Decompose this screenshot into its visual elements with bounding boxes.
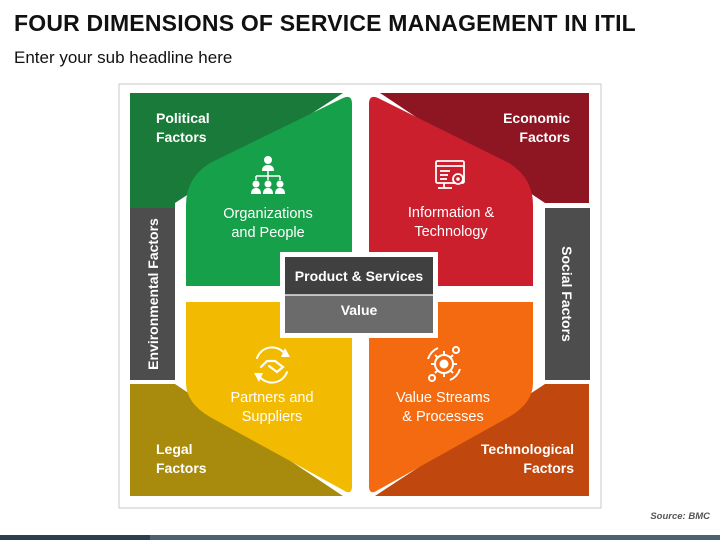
bottom-bar-accent	[0, 535, 150, 540]
legal-factors-tile	[130, 384, 343, 496]
environmental-factors-bar	[130, 208, 175, 380]
information-label-2: Technology	[414, 224, 488, 240]
information-label-1: Information &	[408, 205, 495, 221]
gears-icon	[427, 346, 461, 382]
source-note: Source: BMC	[650, 511, 710, 522]
value-streams-quadrant	[369, 302, 533, 493]
value-box	[285, 295, 433, 333]
partners-label-1: Partners and	[230, 390, 313, 406]
social-factors-bar	[545, 208, 590, 380]
value-label: Value	[341, 302, 378, 318]
environmental-factors-label: Environmental Factors	[145, 218, 161, 370]
economic-factors-tile	[380, 93, 589, 203]
product-services-box	[285, 257, 433, 295]
economic-label-1: Economic	[503, 110, 570, 126]
political-label-2: Factors	[156, 129, 207, 145]
legal-label-1: Legal	[156, 441, 193, 457]
technological-label-1: Technological	[481, 441, 574, 457]
product-services-label: Product & Services	[295, 268, 424, 284]
partners-label-2: Suppliers	[242, 409, 302, 425]
technological-label-2: Factors	[523, 460, 574, 476]
page-title: FOUR DIMENSIONS OF SERVICE MANAGEMENT IN…	[14, 10, 636, 36]
monitor-gear-icon	[435, 160, 465, 189]
legal-label-2: Factors	[156, 460, 207, 476]
partners-quadrant	[186, 302, 352, 493]
technological-factors-tile	[375, 384, 589, 496]
value-streams-label-2: & Processes	[402, 409, 483, 425]
organizations-label-1: Organizations	[223, 206, 312, 222]
organizations-label-2: and People	[231, 225, 304, 241]
handshake-icon	[254, 346, 290, 384]
bottom-bar	[0, 535, 720, 540]
value-streams-label-1: Value Streams	[396, 390, 490, 406]
political-label-1: Political	[156, 110, 210, 126]
information-quadrant	[369, 96, 533, 286]
page-subtitle: Enter your sub headline here	[14, 48, 233, 67]
org-chart-icon	[251, 156, 285, 194]
economic-label-2: Factors	[519, 129, 570, 145]
social-factors-label: Social Factors	[559, 246, 575, 342]
